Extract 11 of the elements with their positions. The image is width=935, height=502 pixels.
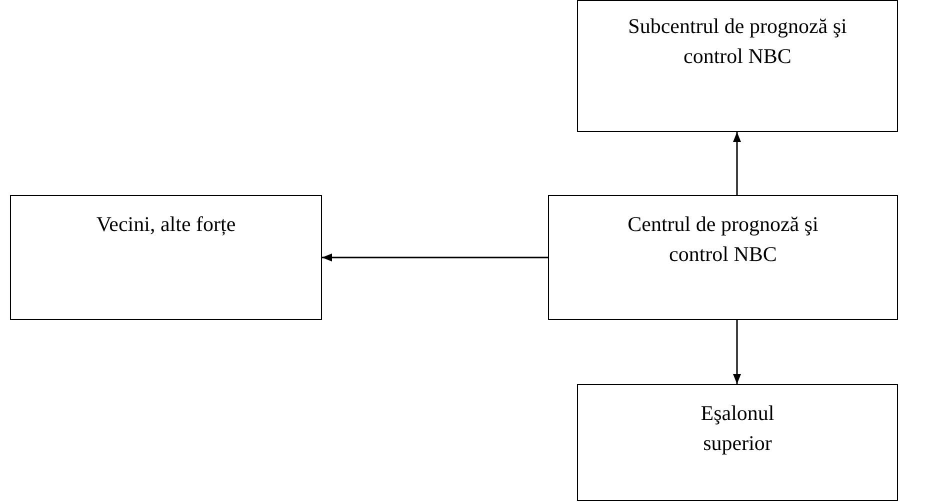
arrow (733, 132, 741, 195)
box-label: Vecini, alte forțe (95, 211, 237, 238)
process-box (577, 0, 898, 132)
process-box (10, 195, 322, 320)
process-box (548, 195, 898, 320)
arrow (733, 320, 741, 384)
box-label: Centrul de prognoză şi control NBC (626, 211, 820, 268)
box-label: Eşalonul superior (700, 400, 776, 457)
box-label: Subcentrul de prognoză şi control NBC (627, 13, 848, 70)
arrow (322, 254, 548, 262)
process-box (577, 384, 898, 501)
